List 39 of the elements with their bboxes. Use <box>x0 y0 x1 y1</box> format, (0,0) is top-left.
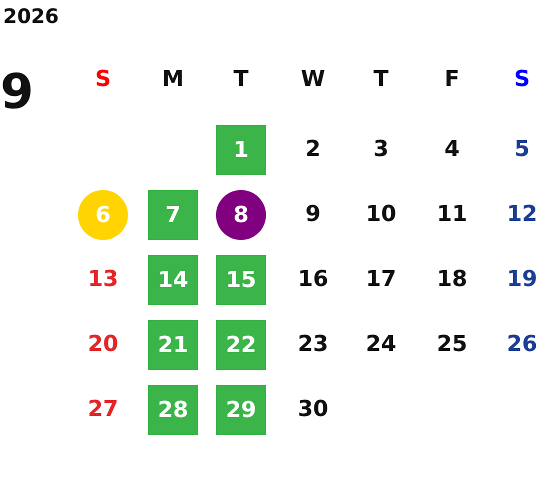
highlighted-date-square: 28 <box>148 385 198 435</box>
date-number: 17 <box>366 269 396 291</box>
date-number: 12 <box>506 204 538 226</box>
date-number: 5 <box>514 139 530 161</box>
date-number: 24 <box>366 334 396 356</box>
month-number: 9 <box>0 68 34 116</box>
date-number: 26 <box>506 334 538 356</box>
weekday-header: M <box>162 69 184 91</box>
date-number: 10 <box>366 204 396 226</box>
weekday-header: F <box>444 69 460 91</box>
weekday-header: T <box>234 69 248 91</box>
date-number: 11 <box>436 204 468 226</box>
date-number: 13 <box>88 269 118 291</box>
date-number: 20 <box>88 334 118 356</box>
date-number: 30 <box>298 399 328 421</box>
highlighted-date-square: 22 <box>216 320 266 370</box>
highlighted-date-square: 14 <box>148 255 198 305</box>
highlighted-date-square: 15 <box>216 255 266 305</box>
date-number: 2 <box>305 139 321 161</box>
highlighted-date-square: 1 <box>216 125 266 175</box>
date-number: 27 <box>88 399 118 421</box>
date-number: 3 <box>373 139 389 161</box>
date-number: 9 <box>305 204 321 226</box>
date-number: 16 <box>298 269 328 291</box>
weekday-header: T <box>374 69 388 91</box>
highlighted-date-square: 29 <box>216 385 266 435</box>
date-number: 19 <box>506 269 538 291</box>
year-label: 2026 <box>3 6 59 26</box>
weekday-header: W <box>300 69 326 91</box>
highlighted-date-circle: 6 <box>78 190 128 240</box>
date-number: 23 <box>298 334 328 356</box>
highlighted-date-square: 7 <box>148 190 198 240</box>
weekday-header: S <box>95 69 111 91</box>
date-number: 4 <box>444 139 460 161</box>
date-number: 25 <box>436 334 468 356</box>
date-number: 18 <box>436 269 468 291</box>
highlighted-date-circle: 8 <box>216 190 266 240</box>
highlighted-date-square: 21 <box>148 320 198 370</box>
weekday-header: S <box>514 69 530 91</box>
